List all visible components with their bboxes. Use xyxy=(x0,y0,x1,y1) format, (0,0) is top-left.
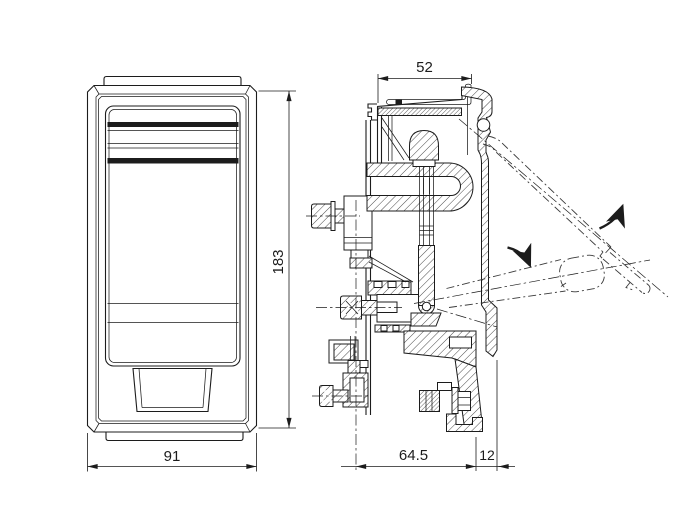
side-rod-in-slot xyxy=(423,178,430,194)
side-section-view xyxy=(306,83,498,432)
side-foot-bracket xyxy=(446,413,483,432)
handle-lowered-shaft xyxy=(446,259,567,308)
side-latch-wire xyxy=(386,83,472,105)
side-u-cam-section xyxy=(366,162,474,212)
side-bolt-stud xyxy=(437,382,452,391)
clamp-c-block xyxy=(333,343,355,361)
side-housing-front-wall xyxy=(376,107,383,166)
side-cam-wedge xyxy=(410,312,442,327)
side-bolt-nut-lines xyxy=(458,397,471,406)
front-corner-ticks xyxy=(93,85,251,433)
side-rod-thread-ticks xyxy=(419,225,434,236)
handle-lowered-knob xyxy=(559,254,605,293)
front-handle-bar-bottom xyxy=(107,158,239,164)
side-bolt-head xyxy=(419,390,440,412)
side-brace-lines xyxy=(381,117,410,161)
side-bottom-block-notch xyxy=(449,336,472,349)
side-rod-upper xyxy=(419,166,434,246)
front-recess-outer xyxy=(104,105,241,367)
dimensions: 52 183 91 64.5 12 xyxy=(87,59,515,472)
handle-raised-centerline xyxy=(458,118,669,298)
clamp-d-tab xyxy=(359,360,369,368)
side-rod-lower-section xyxy=(418,245,435,306)
side-inner-wall xyxy=(388,115,393,161)
dim-64-5-label: 64.5 xyxy=(399,447,428,464)
side-comb-tooth xyxy=(392,325,400,332)
front-top-tab xyxy=(103,75,242,86)
front-recess-inner xyxy=(108,109,237,363)
front-bezel-line-2 xyxy=(98,96,247,422)
clamp-a-jaw-lines xyxy=(344,237,372,244)
clamp-a-panel-block xyxy=(349,257,373,269)
dim-12-extension-lines xyxy=(475,360,498,471)
side-lid-plate xyxy=(376,90,463,108)
side-bottom-block xyxy=(403,330,477,368)
side-cam-brace xyxy=(368,255,414,283)
side-bolt-facets xyxy=(425,390,433,412)
front-outer-frame xyxy=(86,84,258,433)
side-comb-tooth xyxy=(380,325,388,332)
side-wire-seal-block xyxy=(395,99,402,105)
side-lid-left-clip xyxy=(367,103,377,121)
side-pivot-pin xyxy=(421,301,432,312)
dim-91-label: 91 xyxy=(164,448,181,465)
side-cam-plate-notch xyxy=(401,281,410,288)
side-bolt-nut xyxy=(457,391,471,411)
front-view xyxy=(86,75,258,442)
rotation-arrow-down xyxy=(507,242,532,268)
handle-raised-outline xyxy=(482,135,651,294)
side-lid-gasket-strip xyxy=(377,107,462,116)
dim-183-label: 183 xyxy=(270,249,287,274)
rotation-arrow-up xyxy=(599,203,625,230)
front-handle-bar-top xyxy=(107,122,239,127)
clamp-d-pin xyxy=(347,360,361,374)
side-dome-base xyxy=(412,159,436,167)
handle-phantom-positions xyxy=(413,118,669,328)
side-bolt-washer xyxy=(451,387,459,414)
front-grip-trapezoid xyxy=(132,367,213,413)
side-housing-wall-section xyxy=(461,86,498,358)
dim-12-label: 12 xyxy=(479,447,495,463)
side-housing-screw-hole xyxy=(476,118,491,132)
side-cam-plate-notch xyxy=(387,281,397,288)
front-bottom-tab xyxy=(105,432,244,442)
front-grip-inner-lines xyxy=(138,368,207,408)
side-cam-plate-notch xyxy=(373,281,383,288)
clamp-a-foot xyxy=(350,249,369,259)
handle-pivot-centerline xyxy=(436,308,498,328)
clamp-d-core xyxy=(349,377,365,403)
dim-52-label: 52 xyxy=(416,59,433,76)
handle-lowered-centerline xyxy=(413,259,651,304)
side-dome-nut xyxy=(409,129,439,161)
